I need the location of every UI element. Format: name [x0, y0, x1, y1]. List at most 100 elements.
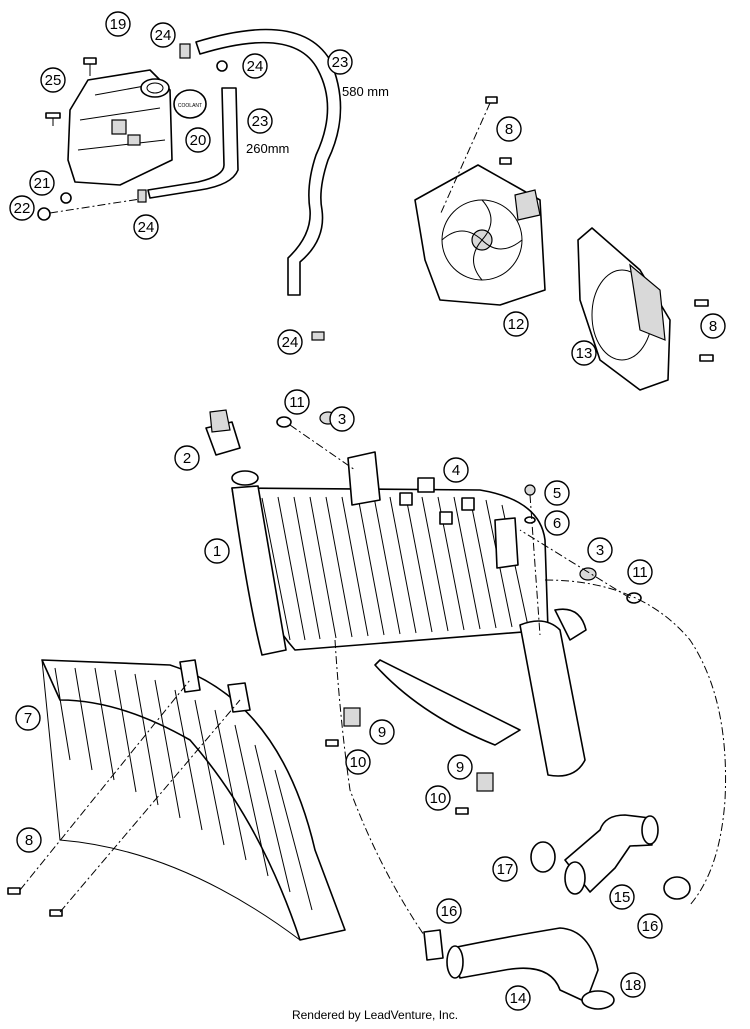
guard-mount-line-2: [59, 699, 241, 913]
callout: 22: [9, 195, 35, 221]
guard-bolts: [7, 887, 63, 917]
callout: 18: [620, 972, 646, 998]
tank-filler-neck: [140, 78, 170, 98]
callout: 19: [105, 11, 131, 37]
svg-text:23: 23: [332, 54, 349, 71]
callout: 10: [345, 749, 371, 775]
callout: 1: [204, 538, 230, 564]
hose-clamp: [530, 841, 691, 1010]
svg-text:20: 20: [190, 132, 207, 149]
fan-right-bolts: [694, 299, 714, 362]
tank-mount-line: [49, 198, 141, 214]
callout: 21: [29, 170, 55, 196]
callout: 25: [40, 67, 66, 93]
callout: 23: [247, 108, 273, 134]
svg-text:19: 19: [110, 16, 127, 33]
hose-clamp-small: [137, 43, 325, 341]
fan-bolt-top: [485, 96, 512, 165]
hose-route-left: [334, 639, 425, 936]
callout: 16: [436, 898, 462, 924]
radiator-guard: [41, 659, 346, 941]
cooling-fan-left: [414, 164, 546, 306]
svg-text:13: 13: [576, 345, 593, 362]
bolt-mount-line-left: [289, 424, 356, 471]
callout: 15: [609, 884, 635, 910]
coolant-cap-text: COOLANT: [178, 103, 202, 109]
callout: 23: [327, 49, 353, 75]
svg-text:10: 10: [350, 754, 367, 771]
lower-shroud: [374, 659, 521, 746]
callout: 6: [544, 510, 570, 536]
svg-text:6: 6: [553, 515, 561, 532]
svg-text:15: 15: [614, 889, 631, 906]
callout: 24: [150, 22, 176, 48]
bolt-mount-line-right: [519, 529, 631, 599]
svg-text:2: 2: [183, 450, 191, 467]
radiator-hose-upper: [564, 814, 659, 895]
dimension-260mm: 260mm: [246, 141, 289, 156]
callout: 4: [443, 457, 469, 483]
coolant-cap: COOLANT: [173, 89, 207, 119]
nut-mount-line: [529, 494, 541, 636]
svg-text:11: 11: [632, 564, 648, 581]
svg-text:8: 8: [709, 318, 717, 335]
svg-text:24: 24: [247, 58, 264, 75]
hose-sleeve: [423, 929, 444, 961]
callout: 7: [15, 705, 41, 731]
callout: 20: [185, 127, 211, 153]
svg-text:22: 22: [14, 200, 31, 217]
svg-text:4: 4: [452, 462, 460, 479]
callout: 5: [544, 480, 570, 506]
callout: 24: [242, 53, 268, 79]
tank-nut: [37, 207, 51, 221]
callout: 2: [174, 445, 200, 471]
svg-text:23: 23: [252, 113, 269, 130]
footer-credit: Rendered by LeadVenture, Inc.: [291, 1008, 459, 1022]
callout: 3: [329, 406, 355, 432]
cooling-fan-right: [577, 227, 671, 391]
svg-text:12: 12: [508, 316, 525, 333]
callout: 12: [503, 311, 529, 337]
callout: 17: [492, 856, 518, 882]
callout: 9: [447, 754, 473, 780]
fan-mount-line: [439, 102, 491, 216]
radiator: [231, 451, 587, 777]
callout: 10: [425, 785, 451, 811]
svg-text:14: 14: [510, 990, 527, 1007]
svg-text:17: 17: [497, 861, 514, 878]
radiator-hose-lower: [446, 927, 599, 1003]
rubber-mount: [343, 707, 494, 792]
svg-text:7: 7: [24, 710, 32, 727]
tank-washer: [60, 192, 72, 204]
svg-text:10: 10: [430, 790, 447, 807]
callout: 24: [133, 214, 159, 240]
guard-mount-line-1: [19, 679, 191, 891]
callout: 16: [637, 913, 663, 939]
dimension-580mm: 580 mm: [342, 84, 389, 99]
callout: 8: [496, 116, 522, 142]
nut-and-washer: [524, 484, 536, 524]
hose-route-right: [544, 579, 727, 906]
svg-text:24: 24: [138, 219, 155, 236]
svg-text:21: 21: [34, 175, 51, 192]
svg-text:8: 8: [25, 832, 33, 849]
svg-text:11: 11: [289, 394, 305, 411]
svg-text:18: 18: [625, 977, 642, 994]
callout: 11: [284, 389, 310, 415]
tank-screw: [45, 112, 61, 126]
svg-text:24: 24: [282, 334, 299, 351]
callout: 8: [700, 313, 726, 339]
callout: 24: [277, 329, 303, 355]
callout: 13: [571, 340, 597, 366]
svg-text:9: 9: [378, 724, 386, 741]
svg-text:8: 8: [505, 121, 513, 138]
expansion-tank: [67, 69, 173, 186]
svg-text:16: 16: [642, 918, 659, 935]
svg-text:5: 5: [553, 485, 561, 502]
svg-text:16: 16: [441, 903, 458, 920]
svg-text:9: 9: [456, 759, 464, 776]
svg-text:1: 1: [213, 543, 221, 560]
svg-text:25: 25: [45, 72, 62, 89]
hose-260mm: [147, 87, 239, 199]
